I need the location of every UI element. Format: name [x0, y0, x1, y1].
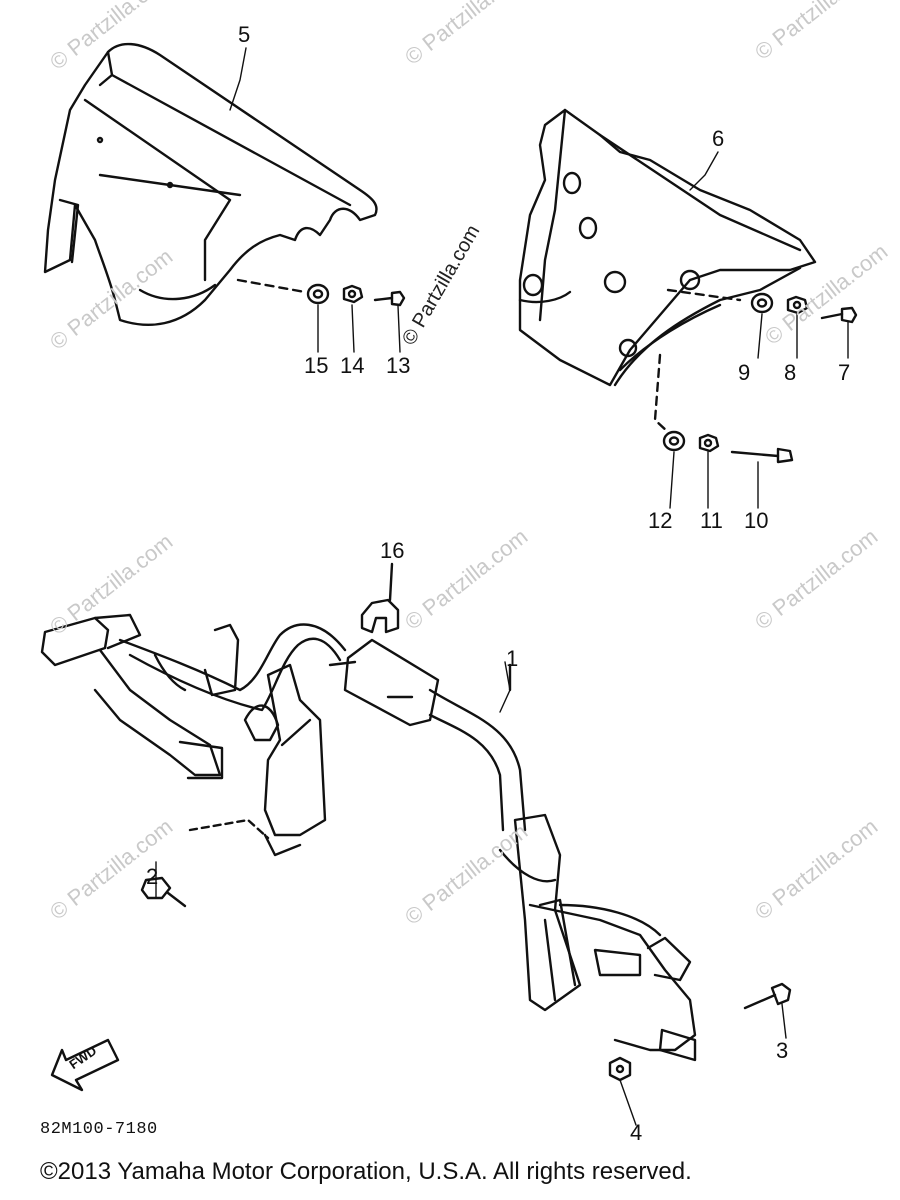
part-16-clip	[360, 562, 400, 634]
part-3-bolt	[743, 982, 792, 1010]
part-5-cover	[43, 42, 378, 327]
callout-5: 5	[238, 22, 251, 47]
part-1-bracket	[40, 613, 697, 1062]
fwd-arrow	[50, 1038, 120, 1092]
callout-6: 6	[712, 126, 725, 151]
callout-2: 2	[146, 864, 159, 889]
callout-12: 12	[648, 508, 673, 533]
callout-7: 7	[838, 360, 851, 385]
callout-3: 3	[776, 1038, 789, 1063]
part-code: 82M100-7180	[40, 1120, 158, 1139]
part-4-nut	[608, 1056, 632, 1082]
part-2-bolt	[140, 818, 270, 908]
callout-10: 10	[744, 508, 769, 533]
hardware-15-14-13	[306, 283, 406, 307]
callout-9: 9	[738, 360, 751, 385]
copyright-notice: ©2013 Yamaha Motor Corporation, U.S.A. A…	[40, 1158, 692, 1185]
hardware-12-11-10	[662, 430, 794, 464]
callout-13: 13	[386, 353, 411, 378]
callout-8: 8	[784, 360, 797, 385]
callout-4: 4	[630, 1120, 643, 1145]
callout-14: 14	[340, 353, 365, 378]
callout-15: 15	[304, 353, 329, 378]
leader-lines	[155, 47, 849, 1126]
callout-16: 16	[380, 538, 405, 563]
callout-1: 1	[506, 646, 519, 671]
part-6-cover	[518, 108, 817, 434]
callout-11: 11	[700, 508, 723, 533]
hardware-9-8-7	[750, 292, 858, 324]
